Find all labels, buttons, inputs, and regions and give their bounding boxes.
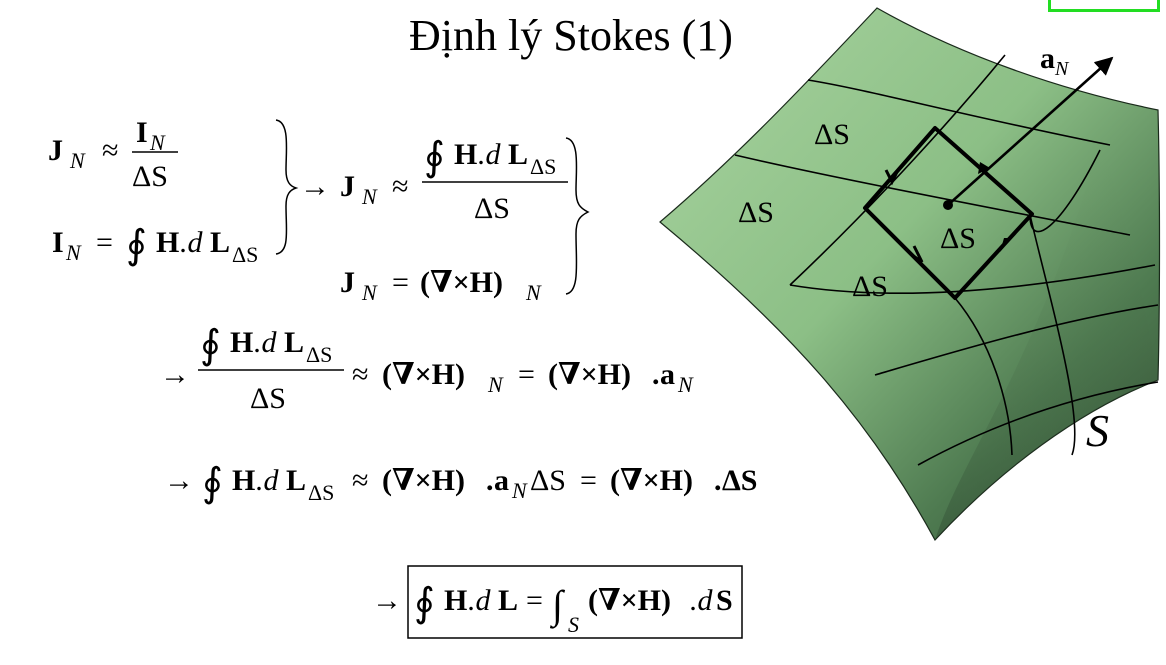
eq4-equals: = — [392, 266, 409, 299]
eq5-arrow: → — [160, 358, 190, 391]
eq7-integral-sub: S — [568, 612, 579, 637]
eq3-approx: ≈ — [392, 170, 408, 203]
eq7-oint: ∮ — [414, 580, 435, 625]
eq5-curl1: (∇×H) — [382, 358, 465, 391]
eq1-I: I — [136, 116, 148, 149]
eq7-S: S — [716, 584, 733, 617]
eq6-dot1: . — [486, 464, 494, 497]
eq6-curl1: (∇×H) — [382, 464, 465, 497]
surface-figure: ΔS ΔS ΔS ΔS S aN — [650, 0, 1166, 560]
equations: J N ≈ I N ΔS I N = ∮ H .d L ΔS → J N ≈ ∮… — [48, 116, 758, 639]
eq3-L: L — [508, 138, 528, 171]
eq2-H: H — [156, 226, 179, 259]
boundary-loop — [863, 126, 1034, 300]
eq6-dotd: .d — [256, 464, 280, 497]
highlight-tag — [1048, 0, 1160, 12]
eq7-dotd: .d — [468, 584, 492, 617]
eq6-equals: = — [580, 464, 597, 497]
eq5-approx: ≈ — [352, 358, 368, 391]
eq1-I-sub: N — [149, 130, 166, 155]
eq-jn-def: J N ≈ I N ΔS I N = ∮ H .d L ΔS → J N ≈ ∮… — [48, 116, 758, 639]
normal-vector-label: aN — [1040, 42, 1068, 81]
cell-label-bottom: ΔS — [852, 270, 888, 303]
cell-label-top: ΔS — [814, 118, 850, 151]
eq6-a: a — [494, 464, 509, 497]
eq6-oint: ∮ — [202, 460, 223, 505]
eq4-curl: (∇×H) — [420, 266, 503, 299]
eq2-L: L — [210, 226, 230, 259]
eq6-curl2: (∇×H) — [610, 464, 693, 497]
eq6-L-sub: ΔS — [308, 480, 334, 505]
eq5-equals: = — [518, 358, 535, 391]
eq5-dot: . — [652, 358, 660, 391]
eq2-equals: = — [96, 226, 113, 259]
eq4-J-sub: N — [361, 280, 378, 305]
surface-svg — [659, 7, 1161, 542]
eq6-dS: ΔS — [530, 464, 566, 497]
cell-label-center: ΔS — [940, 222, 976, 255]
eq1-J-sub: N — [69, 148, 86, 173]
eq7-integral: ∫ — [549, 582, 566, 629]
eq3-dS: ΔS — [474, 192, 510, 225]
eq6-H: H — [232, 464, 255, 497]
eq5-dotd: .d — [254, 326, 278, 359]
eq7-dotd2: .d — [690, 584, 714, 617]
eq3-J-sub: N — [361, 184, 378, 209]
eq6-dS-bold: ΔS — [722, 464, 758, 497]
eq3-L-sub: ΔS — [530, 154, 556, 179]
surface-label: S — [1086, 405, 1109, 456]
eq5-oint: ∮ — [200, 322, 221, 367]
eq1-dS: ΔS — [132, 160, 168, 193]
eq3-oint: ∮ — [424, 134, 445, 179]
eq2-oint: ∮ — [126, 222, 147, 267]
eq6-approx: ≈ — [352, 464, 368, 497]
eq7-H: H — [444, 584, 467, 617]
eq6-a-sub: N — [511, 478, 528, 503]
eq2-L-sub: ΔS — [232, 242, 258, 267]
eq3-dotd: .d — [478, 138, 502, 171]
eq5-L-sub: ΔS — [306, 342, 332, 367]
eq6-arrow: → — [164, 464, 194, 497]
eq5-dS: ΔS — [250, 382, 286, 415]
cell-label-left: ΔS — [738, 196, 774, 229]
eq1-approx: ≈ — [102, 134, 118, 167]
eq7-equals: = — [526, 584, 543, 617]
eq5-a-sub: N — [677, 372, 694, 397]
eq5-curl1-sub: N — [487, 372, 504, 397]
eq7-L: L — [498, 584, 518, 617]
normal-vector-symbol: a — [1040, 42, 1055, 75]
eq4-J: J — [340, 266, 355, 299]
eq5-a: a — [660, 358, 675, 391]
eq2-dotd: .d — [180, 226, 204, 259]
eq3-H: H — [454, 138, 477, 171]
eq3-arrow: → — [300, 170, 330, 203]
eq6-dot2: . — [714, 464, 722, 497]
eq6-L: L — [286, 464, 306, 497]
eq7-curl: (∇×H) — [588, 584, 671, 617]
eq3-J: J — [340, 170, 355, 203]
eq5-curl2: (∇×H) — [548, 358, 631, 391]
result-box — [407, 565, 743, 639]
eq4-curl-sub: N — [525, 280, 542, 305]
normal-vector-subscript: N — [1055, 58, 1069, 80]
eq1-J: J — [48, 134, 63, 167]
eq7-arrow: → — [372, 584, 402, 617]
slide-title: Định lý Stokes (1) — [0, 10, 1166, 61]
eq2-I: I — [52, 226, 64, 259]
slide-title-text: Định lý Stokes (1) — [409, 11, 733, 60]
eq5-L: L — [284, 326, 304, 359]
eq2-I-sub: N — [65, 240, 82, 265]
eq5-H: H — [230, 326, 253, 359]
